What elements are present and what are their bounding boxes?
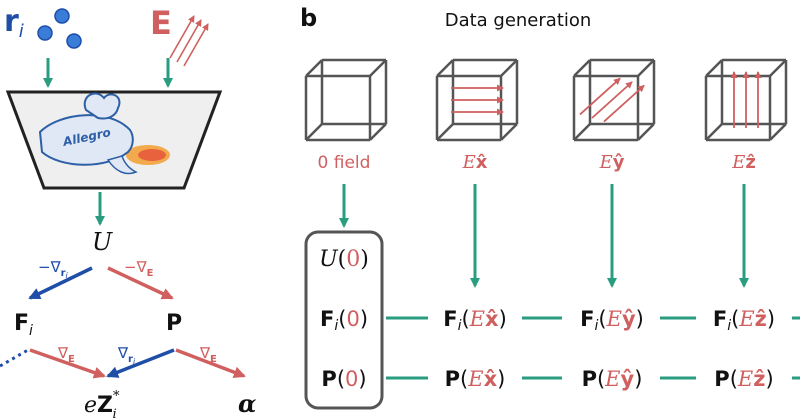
cubes-group	[304, 58, 788, 142]
grad2-left-arrow	[29, 348, 106, 379]
zero-field-box	[304, 230, 384, 410]
grad-E-arrow	[107, 266, 174, 300]
energy-label: U	[92, 228, 113, 256]
condition-label-Ex: Ex̂	[462, 152, 488, 173]
polarizability-label: α	[238, 389, 256, 418]
panel-a: ri E Allegro U	[0, 4, 256, 419]
condition-label-zero-field: 0 field	[318, 153, 371, 173]
panel-letter: b	[300, 4, 317, 32]
atom-circle	[54, 8, 70, 24]
condition-label-Ez: Eẑ	[731, 152, 756, 173]
cube-Ex-icon	[435, 58, 519, 142]
polarization-zero-field: P(0)	[321, 367, 366, 391]
polarization-Ez: P(Eẑ)	[714, 367, 773, 391]
grad-E-label: −∇E	[124, 258, 154, 279]
panel-title: Data generation	[445, 10, 592, 31]
forces-Ey: Fi(Eŷ)	[580, 307, 644, 334]
polarization-Ex: P(Ex̂)	[445, 367, 506, 391]
atom-circle	[66, 33, 82, 49]
grad2-mid-label: ∇ri	[117, 344, 136, 366]
cube-zero-field-icon	[304, 58, 388, 142]
grad2-left-label: ∇E	[57, 344, 75, 365]
energy-zero-field: U(0)	[319, 247, 369, 272]
field-arrows-icon	[169, 15, 209, 67]
grad2-mid-arrow	[106, 348, 175, 378]
cube-Ez-icon	[704, 58, 788, 142]
condition-label-Ey: Eŷ	[599, 152, 625, 173]
born-charge-label: eZ*i	[84, 389, 120, 419]
cube-Ey-icon	[572, 58, 656, 142]
polarization-Ey: P(Eŷ)	[582, 367, 643, 391]
forces-label: Fi	[14, 311, 33, 339]
forces-Ez: Fi(Eẑ)	[713, 307, 775, 334]
forces-Ex: Fi(Ex̂)	[443, 307, 507, 334]
panel-b: b Data generation 0 field Ex̂ Eŷ Eẑ U(0)	[300, 4, 800, 410]
grad-r-arrow	[28, 266, 93, 300]
dotted-connector	[0, 348, 29, 368]
forces-zero-field: Fi(0)	[320, 307, 368, 334]
position-label: ri	[4, 4, 24, 42]
row-connectors	[386, 316, 800, 380]
grad2-right-label: ∇E	[199, 344, 217, 365]
grad-r-label: −∇ri	[38, 258, 69, 280]
polarization-label: P	[166, 311, 182, 336]
allegro-rocket-icon: Allegro	[38, 92, 170, 175]
atom-circle	[37, 25, 53, 41]
grad2-right-arrow	[175, 348, 246, 379]
field-label: E	[150, 4, 172, 42]
